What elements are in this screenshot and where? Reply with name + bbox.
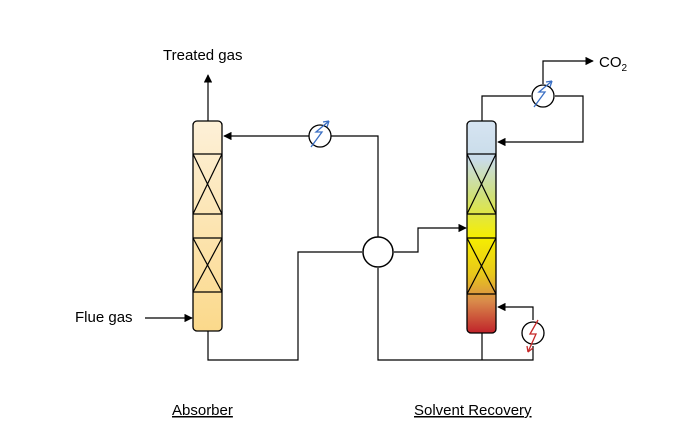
- absorber-label: Absorber: [172, 402, 233, 419]
- flue-gas-label: Flue gas: [75, 309, 133, 326]
- lean-solvent-return-line: [223, 131, 379, 238]
- absorber-column: [192, 120, 223, 332]
- cross-heat-exchanger: [362, 236, 394, 268]
- treated-gas-label: Treated gas: [163, 47, 243, 64]
- reflux-return-line: [497, 95, 584, 147]
- reboiler-return-line: [497, 302, 534, 320]
- condenser-icon: [531, 80, 555, 108]
- recovery-feed-line: [394, 223, 467, 253]
- co2-label-main: CO: [599, 54, 622, 71]
- solvent-recovery-column: [466, 120, 497, 334]
- co2-outlet-line: [542, 56, 594, 84]
- co2-label: CO2: [599, 54, 628, 74]
- solvent-recovery-label: Solvent Recovery: [414, 402, 532, 419]
- co2-label-subscript: 2: [622, 63, 628, 74]
- recovery-bottoms-line: [377, 268, 534, 361]
- lean-solvent-cooler-icon: [308, 120, 332, 148]
- recovery-overhead-line: [481, 95, 531, 121]
- reboiler-icon: [521, 319, 545, 353]
- rich-solvent-line: [207, 251, 362, 361]
